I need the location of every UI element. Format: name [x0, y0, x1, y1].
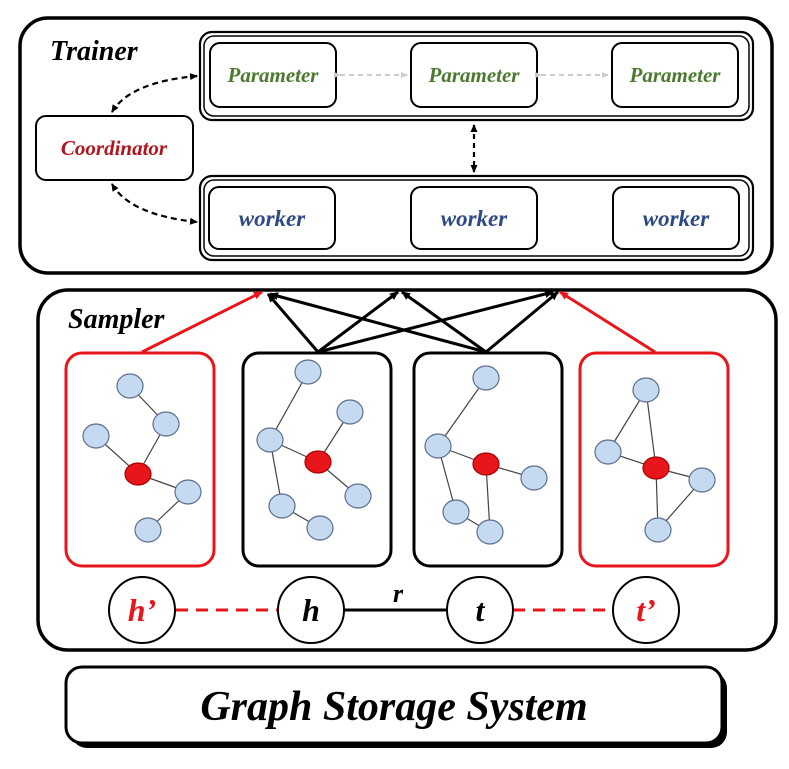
center-node — [124, 462, 152, 486]
center-node — [304, 450, 332, 474]
sample-arrow-head-1 — [266, 293, 320, 353]
graph-node — [134, 517, 162, 543]
entity-node-t-neg — [612, 576, 680, 644]
graph-node — [594, 439, 622, 465]
coordinator-worker-arrow — [111, 183, 198, 225]
entity-node-h — [277, 576, 345, 644]
sample-arrow-tail-1 — [269, 292, 487, 354]
sampler-section: Sampler — [36, 288, 778, 652]
trainer-section: Trainer Parameter Parameter Parameter wo… — [18, 16, 774, 275]
subgraph-h-nodes — [256, 359, 372, 541]
parameter-group-inner — [203, 35, 750, 117]
graph-node — [82, 423, 110, 449]
graph-node — [520, 465, 548, 491]
parameter-label-3: Parameter — [629, 63, 722, 87]
storage-box — [64, 665, 724, 745]
sampler-label: Sampler — [68, 304, 166, 335]
entity-node-t — [446, 576, 514, 644]
entity-node-h-neg — [108, 576, 176, 644]
subgraph-t-neg-nodes — [594, 377, 716, 543]
sample-arrow-neg-tail — [559, 290, 656, 354]
graph-node — [306, 515, 334, 541]
graph-node — [476, 519, 504, 545]
sample-arrow-neg-head — [141, 290, 263, 354]
graph-node — [116, 373, 144, 399]
entity-label-h-neg: h’ — [128, 592, 156, 628]
subgraph-t-nodes — [424, 365, 548, 545]
graph-node — [294, 359, 322, 385]
coordinator-parameter-arrow — [111, 73, 198, 113]
storage-section: Graph Storage System — [64, 665, 727, 748]
graph-node — [472, 365, 500, 391]
center-node — [642, 456, 670, 480]
worker-box-1 — [208, 186, 336, 250]
worker-group-inner — [203, 179, 750, 257]
graph-node — [256, 427, 284, 453]
worker-label-1: worker — [239, 206, 307, 231]
relation-label: r — [393, 579, 404, 608]
entity-label-t: t — [476, 592, 486, 628]
entity-label-t-neg: t’ — [636, 592, 656, 628]
graph-node — [174, 479, 202, 505]
worker-box-3 — [612, 186, 740, 250]
sample-arrow-tail-3 — [485, 290, 559, 354]
graph-node — [268, 493, 296, 519]
storage-label: Graph Storage System — [200, 684, 587, 730]
center-node — [472, 452, 500, 476]
graph-node — [442, 499, 470, 525]
worker-label-2: worker — [441, 206, 509, 231]
subgraph-h-neg-nodes — [82, 373, 202, 543]
graph-node — [152, 411, 180, 437]
graph-node — [644, 517, 672, 543]
parameter-label-1: Parameter — [227, 63, 320, 87]
parameter-box-3 — [611, 42, 739, 108]
sample-arrow-head-3 — [317, 290, 554, 354]
sample-arrow-head-2 — [317, 290, 399, 354]
graph-node — [336, 399, 364, 425]
entity-label-h: h — [302, 592, 320, 628]
worker-box-2 — [410, 186, 538, 250]
coordinator-box — [35, 115, 194, 181]
graph-node — [632, 377, 660, 403]
worker-label-3: worker — [643, 206, 711, 231]
graph-node — [688, 467, 716, 493]
parameter-label-2: Parameter — [428, 63, 521, 87]
subgraph-box-h-neg — [64, 351, 216, 568]
coordinator-label: Coordinator — [61, 136, 168, 160]
graph-node — [344, 483, 372, 509]
graph-node — [424, 433, 452, 459]
trainer-label: Trainer — [50, 36, 139, 67]
sample-arrow-tail-2 — [401, 290, 487, 354]
